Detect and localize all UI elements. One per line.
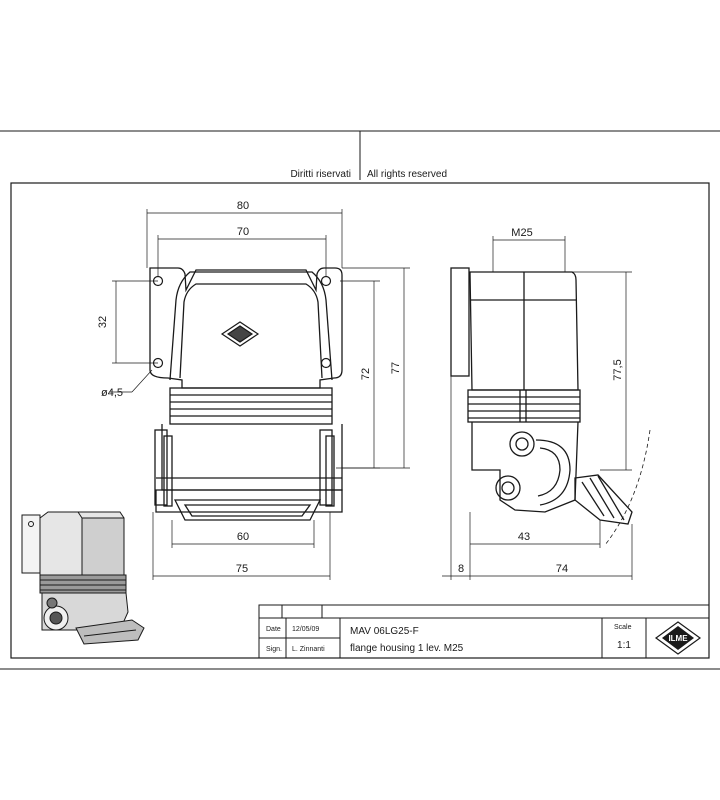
dimension-80: 80 [237,200,249,212]
isometric-preview [21,511,145,645]
dimension-77: 77 [390,362,402,374]
dimension-60: 60 [237,531,249,543]
ilme-logo: ILME [654,621,702,655]
dimension-m25: M25 [511,227,532,239]
part-description: flange housing 1 lev. M25 [350,643,464,654]
ilme-logo-mark [220,321,260,347]
flange-holes [152,275,332,369]
dimension-72: 72 [360,368,372,380]
side-view-housing [450,267,633,525]
sign-label: Sign. [266,646,282,653]
dimension-hole-diameter: ø4,5 [101,387,123,399]
title-block [258,604,710,659]
sign-value: L. Zinnanti [292,646,325,653]
dimension-75: 75 [236,563,248,575]
part-code: MAV 06LG25-F [350,626,419,637]
dimension-8: 8 [458,563,464,575]
dimension-70: 70 [237,226,249,238]
front-view-dimension-lines [110,209,410,580]
date-label: Date [266,626,281,633]
scale-label: Scale [614,624,632,631]
dimension-74: 74 [556,563,568,575]
front-view-housing [149,267,343,521]
dimension-77-5: 77,5 [612,359,624,380]
rights-reserved-italian: Diritti riservati [290,169,351,180]
scale-value: 1:1 [617,640,631,651]
rights-reserved-english: All rights reserved [367,169,447,180]
date-value: 12/05/09 [292,626,319,633]
ilme-logo-text: ILME [668,634,688,643]
dimension-32: 32 [97,316,109,328]
dimension-43: 43 [518,531,530,543]
side-view-dimension-lines [442,236,633,580]
cable-sweep-arc [604,429,651,546]
